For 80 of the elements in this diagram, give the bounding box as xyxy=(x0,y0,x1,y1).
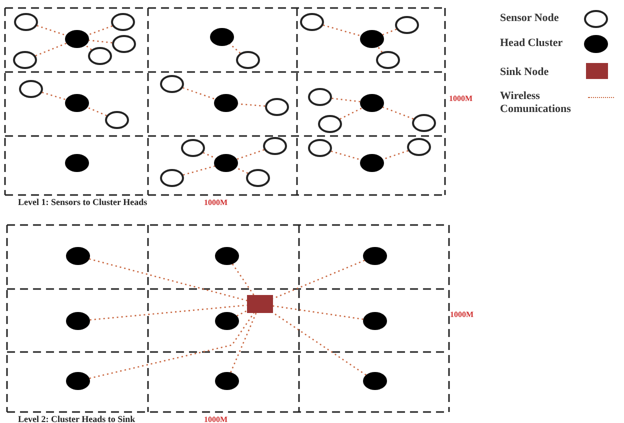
sensor-circle xyxy=(236,51,260,69)
sensor-circle xyxy=(105,111,129,129)
dotted-link xyxy=(236,167,248,174)
dotted-link xyxy=(182,87,216,100)
sensor-circle xyxy=(412,114,436,132)
dotted-link xyxy=(272,305,364,320)
cluster-head-dot xyxy=(66,312,90,330)
sensor-circle xyxy=(376,51,400,69)
sensor-circle xyxy=(246,169,270,187)
sensor-circle xyxy=(13,51,37,69)
sink-square xyxy=(247,295,273,313)
dotted-link xyxy=(88,40,112,44)
sensor-circle xyxy=(160,169,184,187)
dotted-link xyxy=(35,42,67,56)
sensor-circle xyxy=(160,75,184,93)
dotted-link xyxy=(332,98,360,102)
dotted-link xyxy=(382,106,414,120)
dotted-link xyxy=(382,28,397,36)
dotted-link xyxy=(183,166,215,176)
sensor-circle xyxy=(263,137,287,155)
sensor-circle xyxy=(308,88,332,106)
dotted-link xyxy=(236,149,264,160)
dotted-link xyxy=(36,25,66,36)
dotted-link xyxy=(331,150,361,160)
panel-caption: Level 2: Cluster Heads to Sink xyxy=(18,414,136,423)
sensor-circle xyxy=(318,115,342,133)
dotted-link xyxy=(323,24,361,36)
sensor-circle xyxy=(308,139,332,157)
dotted-link xyxy=(230,312,257,373)
sensor-circle xyxy=(265,98,289,116)
sensor-circle xyxy=(395,16,419,34)
dotted-link xyxy=(89,312,254,379)
scale-label: 1000M xyxy=(204,414,228,423)
legend-label: Head Cluster xyxy=(500,37,564,50)
cluster-head-dot xyxy=(214,94,238,112)
cluster-head-dot xyxy=(65,154,89,172)
dotted-link xyxy=(236,310,248,316)
legend-label: Sensor Node xyxy=(500,12,560,25)
dotted-link xyxy=(42,92,66,100)
dotted-link xyxy=(88,25,112,36)
dotted-link xyxy=(382,150,408,160)
cluster-head-dot xyxy=(360,30,384,48)
cluster-head-dot xyxy=(363,312,387,330)
cluster-head-dot xyxy=(363,247,387,265)
cluster-head-dot xyxy=(215,247,239,265)
dotted-link xyxy=(232,264,254,296)
cluster-head-dot xyxy=(215,372,239,390)
sensor-circle xyxy=(19,80,43,98)
legend-label: Sink Node xyxy=(500,66,550,79)
dotted-link xyxy=(272,312,366,376)
panel-caption: Level 1: Sensors to Cluster Heads xyxy=(18,197,148,208)
scale-label: 1000M xyxy=(449,93,473,104)
dotted-link xyxy=(272,260,365,300)
dotted-link xyxy=(377,46,383,53)
sensor-circle xyxy=(112,35,136,53)
cluster-head-dot xyxy=(210,28,234,46)
scale-label: 1000M xyxy=(450,309,474,320)
sensor-circle xyxy=(14,13,38,31)
cluster-head-dot xyxy=(360,154,384,172)
sensor-circle xyxy=(407,138,431,156)
dotted-link xyxy=(340,107,362,120)
scale-label: 1000M xyxy=(204,197,228,208)
dotted-link xyxy=(87,106,107,116)
cluster-head-dot xyxy=(363,372,387,390)
cluster-head-dot xyxy=(66,247,90,265)
dotted-link xyxy=(229,43,241,54)
sensor-circle xyxy=(181,139,205,157)
sensor-circle xyxy=(300,13,324,31)
cluster-head-dot xyxy=(215,312,239,330)
cluster-head-dot xyxy=(65,30,89,48)
dotted-link xyxy=(89,258,248,302)
legend-label: Wireless Comunications xyxy=(500,90,572,116)
cluster-head-dot xyxy=(214,154,238,172)
sensor-circle xyxy=(88,47,112,65)
dotted-link xyxy=(203,152,216,159)
cluster-head-dot xyxy=(66,372,90,390)
sensor-circle xyxy=(111,13,135,31)
cluster-head-dot xyxy=(360,94,384,112)
cluster-head-dot xyxy=(65,94,89,112)
dotted-link xyxy=(85,44,92,50)
